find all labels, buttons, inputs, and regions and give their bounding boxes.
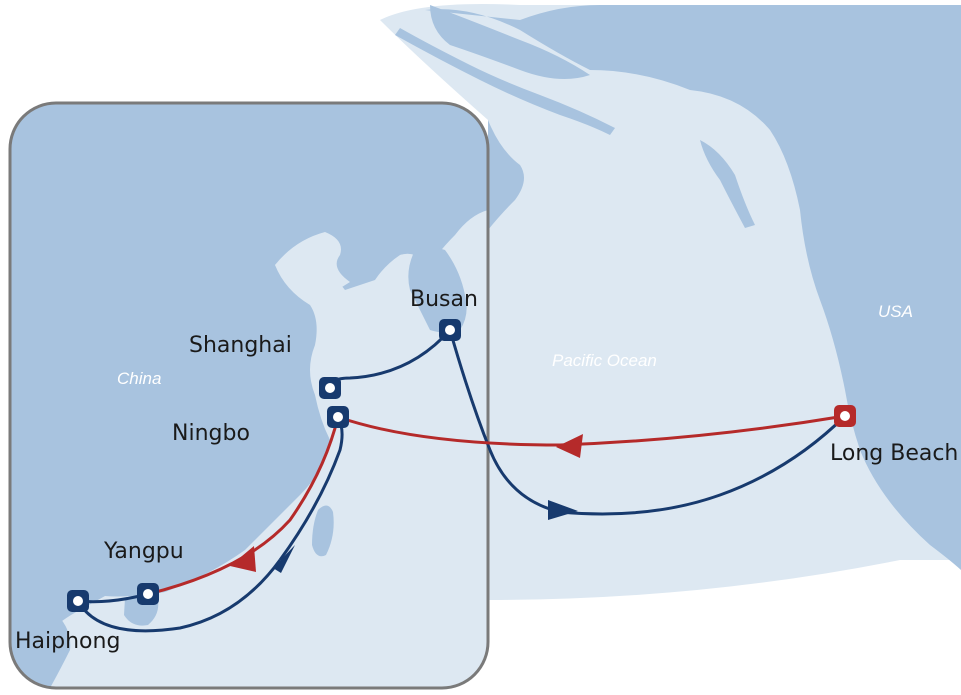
port-label-yangpu: Yangpu: [103, 539, 184, 564]
inset-border: [8, 101, 490, 690]
land-vietnam-coast: [10, 618, 71, 688]
land-china: [10, 103, 488, 670]
land-aleutian-chain: [395, 28, 615, 135]
port-marker-shanghai[interactable]: [319, 377, 341, 399]
land-alaska-north-america: [425, 5, 961, 570]
port-label-long-beach: Long Beach: [830, 441, 958, 466]
sea-bohai: [275, 232, 350, 300]
route-red-longbeach-ningbo: [337, 414, 846, 447]
port-marker-ningbo[interactable]: [327, 406, 349, 428]
arrow-red-coast: [230, 546, 256, 572]
land-coast-islands: [700, 140, 755, 228]
route-blue-haiphong-ningbo: [76, 559, 282, 633]
route-red-ningbo-yangpu: [147, 416, 340, 596]
port-label-shanghai: Shanghai: [189, 333, 292, 358]
region-label-china: China: [117, 369, 161, 388]
land-alaska-peninsula: [430, 5, 590, 79]
port-marker-long-beach[interactable]: [834, 405, 856, 427]
region-label-pacific: Pacific Ocean: [552, 351, 657, 370]
port-marker-haiphong[interactable]: [67, 590, 89, 612]
land-taiwan: [312, 505, 334, 557]
route-blue-pacific-longbeach: [559, 414, 847, 516]
port-label-ningbo: Ningbo: [172, 421, 250, 446]
port-label-haiphong: Haiphong: [15, 629, 120, 654]
route-blue-busan-pacific: [448, 329, 561, 514]
land-korea: [408, 247, 467, 333]
land-east-asia-top: [488, 120, 524, 230]
region-label-usa: USA: [878, 302, 913, 321]
arrow-blue-taiwan-strait: [273, 545, 295, 573]
port-label-busan: Busan: [410, 287, 478, 312]
port-marker-busan[interactable]: [439, 319, 461, 341]
arrow-red-pacific: [556, 434, 583, 458]
arrow-blue-pacific: [548, 500, 578, 520]
port-marker-yangpu[interactable]: [137, 583, 159, 605]
